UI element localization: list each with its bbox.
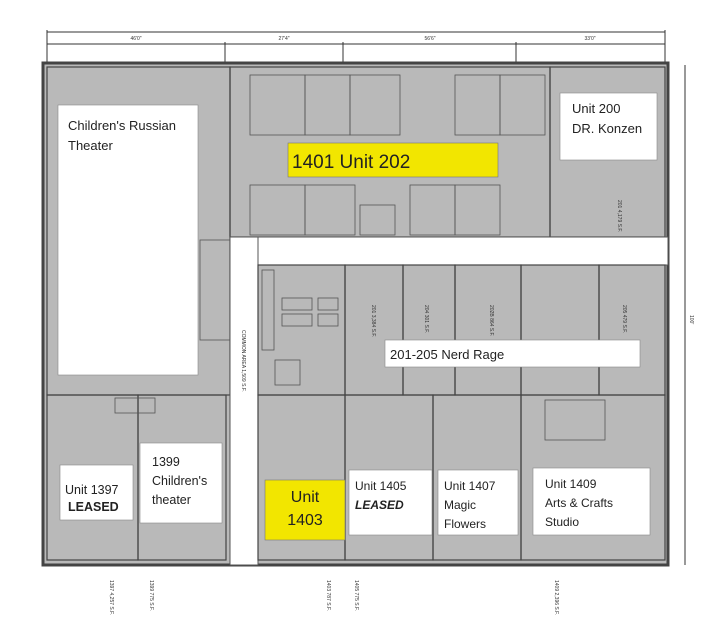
svg-text:Unit 1405: Unit 1405: [355, 479, 407, 493]
svg-text:Unit 1407: Unit 1407: [444, 479, 496, 493]
svg-text:Unit 200: Unit 200: [572, 101, 620, 116]
svg-text:Magic: Magic: [444, 498, 476, 512]
label-unit-1407: Unit 1407 Magic Flowers: [437, 469, 519, 536]
svg-text:1399 775 S.F.: 1399 775 S.F.: [148, 580, 154, 611]
label-unit-202: 1401 Unit 202: [287, 142, 499, 178]
svg-text:1403 787 S.F.: 1403 787 S.F.: [325, 580, 331, 611]
room-area-label: 205 479 S.F.: [621, 305, 627, 333]
svg-text:LEASED: LEASED: [355, 498, 404, 512]
bottom-units: [46, 394, 666, 561]
svg-text:Studio: Studio: [545, 515, 579, 529]
dimension-label: 33'0": [584, 36, 595, 42]
svg-text:DR. Konzen: DR. Konzen: [572, 121, 642, 136]
svg-text:Flowers: Flowers: [444, 517, 486, 531]
svg-text:Unit 1397: Unit 1397: [65, 483, 119, 497]
corridor-horizontal: [229, 236, 669, 266]
svg-text:201-205 Nerd Rage: 201-205 Nerd Rage: [390, 347, 504, 362]
label-unit-1403: Unit 1403: [264, 479, 346, 541]
dimension-label: 27'4": [278, 36, 289, 42]
svg-text:Children's: Children's: [152, 474, 207, 488]
dimension-label: 46'0": [130, 36, 141, 42]
svg-text:Theater: Theater: [68, 138, 113, 153]
svg-text:theater: theater: [152, 493, 191, 507]
room-area-label: 204 301 S.F.: [423, 305, 429, 333]
dimension-label: 100': [688, 315, 694, 324]
room-area-label: 201 3,384 S.F.: [370, 305, 376, 337]
svg-text:1401 Unit 202: 1401 Unit 202: [292, 152, 410, 173]
room-area-label: 202B 864 S.F.: [488, 305, 494, 336]
svg-text:1403: 1403: [287, 512, 323, 529]
svg-text:LEASED: LEASED: [68, 500, 119, 514]
bottom-area-labels: 1397 4,257 S.F. 1399 775 S.F. 1403 787 S…: [108, 580, 559, 615]
label-unit-200: Unit 200 DR. Konzen: [559, 92, 658, 161]
label-russian-theater: Children's Russian Theater: [57, 104, 199, 376]
svg-text:1405 775 S.F.: 1405 775 S.F.: [353, 580, 359, 611]
label-unit-1405: Unit 1405 LEASED: [348, 469, 433, 536]
label-nerd-rage: 201-205 Nerd Rage: [384, 339, 641, 368]
unit-202-rooms: [229, 66, 551, 238]
svg-text:1399: 1399: [152, 455, 180, 469]
dimension-lines: 46'0" 27'4" 56'6" 33'0" 100': [46, 30, 694, 565]
corridor-vertical: [229, 236, 259, 566]
svg-text:Unit 1409: Unit 1409: [545, 477, 597, 491]
common-area-label: COMMON AREA 1,509 S.F.: [240, 330, 246, 392]
label-unit-1409: Unit 1409 Arts & Crafts Studio: [532, 467, 651, 536]
svg-text:Unit: Unit: [291, 489, 320, 506]
room-area-label: 201 4,179 S.F.: [616, 200, 622, 232]
svg-text:Children's Russian: Children's Russian: [68, 118, 176, 133]
label-unit-1399: 1399 Children's theater: [139, 442, 223, 524]
svg-text:Arts & Crafts: Arts & Crafts: [545, 496, 613, 510]
svg-text:1397 4,257 S.F.: 1397 4,257 S.F.: [108, 580, 114, 615]
label-unit-1397: Unit 1397 LEASED: [59, 464, 134, 521]
dimension-label: 56'6": [424, 36, 435, 42]
svg-text:1409 2,396 S.F.: 1409 2,396 S.F.: [553, 580, 559, 615]
